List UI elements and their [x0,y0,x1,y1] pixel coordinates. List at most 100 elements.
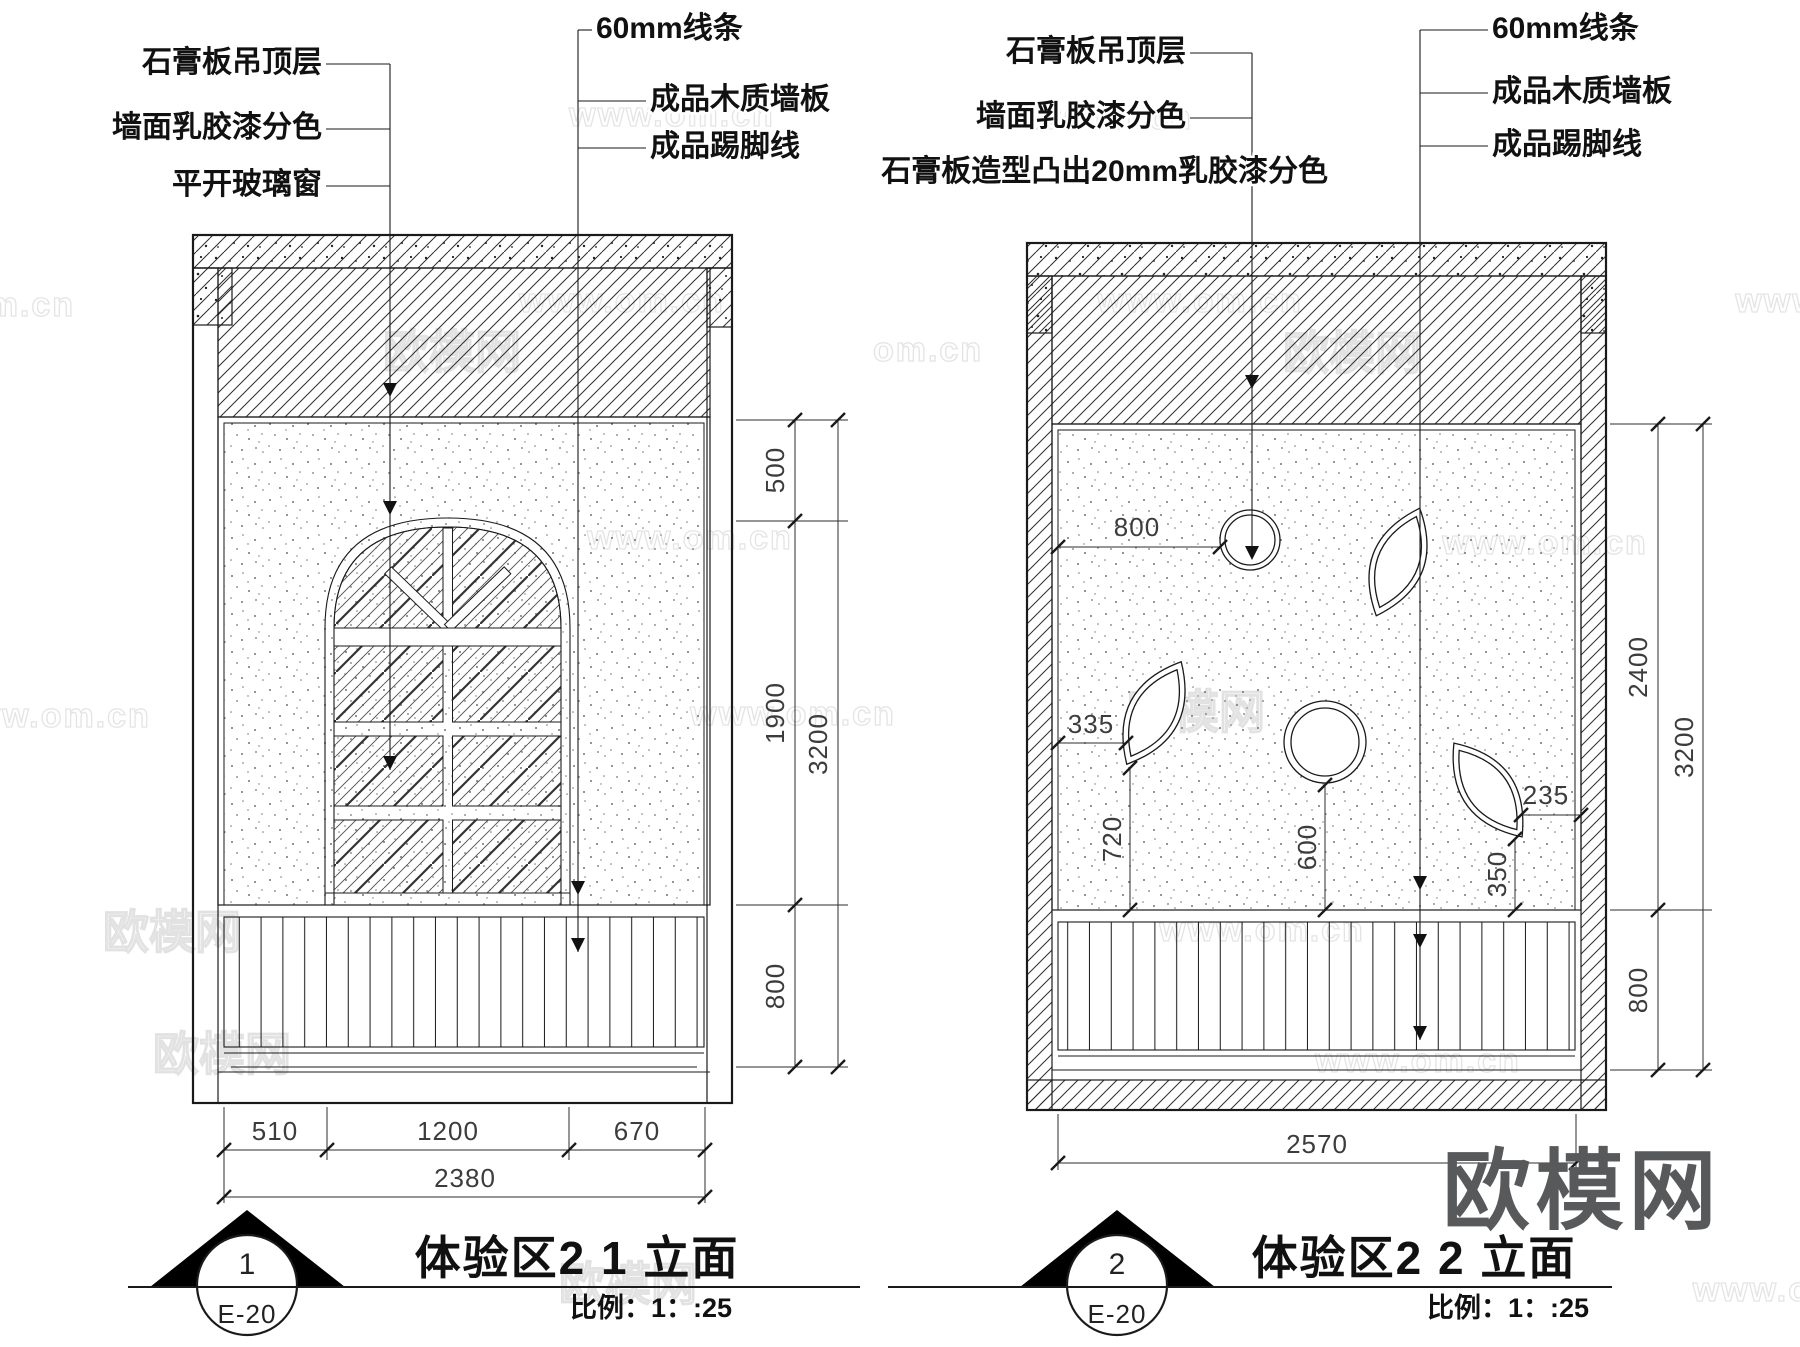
drawing-title: 体验区2 2 立面 [1252,1232,1577,1284]
slab-corner-right [1580,275,1607,334]
floor-hatch-band [1026,1079,1607,1111]
watermark: om.cn [0,286,75,324]
sheet-number: E-20 [1088,1299,1147,1329]
slab-hatch-band [192,234,733,269]
elevation-outline [191,233,734,1105]
circle-cutout [1219,509,1281,571]
dim-2400: 2400 [1623,636,1653,698]
gypsum-cutouts [1103,497,1544,853]
callouts-elevation-2: 石膏板吊顶层 墙面乳胶漆分色 石膏板造型凸出20mm乳胶漆分色 60mm线条 成… [878,9,1675,1040]
window-frame-outer [324,517,571,905]
window-pane [452,645,562,723]
wainscot-panel [218,904,710,1073]
watermark: www.om.cn [0,697,151,735]
dim-800: 800 [760,963,790,1009]
elevation-1 [191,233,734,1105]
panel-slats [1057,921,1576,1051]
slab-corner-left [192,267,233,326]
arched-window [324,517,571,905]
frame-column-right [706,267,733,1104]
watermark: www.om.cn [986,99,1193,137]
window-frame-inner [333,526,562,905]
callout-gypsum-ceiling: 石膏板吊顶层 [141,45,322,79]
dimensions-elevation-1: 500 1900 800 3200 510 1200 670 2380 [215,411,848,1206]
detail-number: 1 [239,1248,256,1281]
ceiling-hatch-band [217,267,711,418]
dim-3200: 3200 [803,713,833,775]
detail-bubble [195,1233,299,1337]
window-pane [452,735,562,807]
callout-wood-panel: 成品木质墙板 [650,83,830,116]
dimensions-elevation-2: 800 335 720 600 235 350 2400 800 3200 25… [1049,415,1712,1172]
detail-bubble [1065,1233,1169,1337]
panel-slats [223,916,705,1048]
watermark: 欧模网 [559,1258,697,1310]
window-transom [333,627,562,647]
leader-lines [1190,29,1488,1040]
window-pane [452,819,562,894]
callout-wood-panel: 成品木质墙板 [1492,75,1672,108]
dim-800-wainscot: 800 [1623,967,1653,1013]
dim-350: 350 [1482,851,1512,897]
callout-casement-window: 平开玻璃窗 [172,167,322,201]
circle-cutout [1283,700,1367,784]
watermark: www.om.cn [689,695,896,733]
window-pane [333,645,444,723]
dim-510: 510 [252,1116,298,1146]
watermark: www.om.cn [568,96,775,134]
ceiling-hatch-band [1051,275,1582,425]
callout-gypsum-feature: 石膏板造型凸出20mm乳胶漆分色 [880,154,1328,188]
dim-1200: 1200 [417,1116,479,1146]
arch-spoke [442,527,453,629]
window-pane [333,735,444,807]
detail-number: 2 [1109,1248,1126,1281]
wall-paint-area [1057,429,1576,911]
dim-720: 720 [1097,816,1127,862]
elevation-2 [1025,241,1608,1112]
slab-corner-right [706,267,733,328]
callout-skirting: 成品踢脚线 [1492,128,1642,161]
drawing-scale: 比例：1：:25 [1427,1293,1589,1323]
wainscot-panel [1052,909,1581,1071]
dim-2380: 2380 [434,1163,496,1193]
wall-section-left [1026,275,1053,1111]
drawing-scale: 比例：1：:25 [570,1293,732,1323]
drawing-title: 体验区2 1 立面 [415,1232,740,1284]
titleblock-2: 2 E-20 体验区2 2 立面 比例：1：:25 [888,1210,1612,1337]
leader-lines [326,29,646,952]
dim-500: 500 [760,447,790,493]
slab-hatch-band [1026,242,1607,277]
watermark: www [1734,282,1800,320]
circle-cutout-inner [1290,707,1360,777]
watermark: om.cn [873,331,983,369]
frame-column-left [192,267,219,1104]
callout-skirting: 成品踢脚线 [650,130,800,163]
sheet-number: E-20 [218,1299,277,1329]
dim-1900: 1900 [760,682,790,744]
wall-section-right [1580,275,1607,1111]
dim-670: 670 [614,1116,660,1146]
site-logo: 欧模网 [1442,1141,1721,1240]
dim-600: 600 [1292,824,1322,870]
dim-335: 335 [1068,709,1114,739]
callout-60mm-moulding: 60mm线条 [596,12,743,45]
dim-800-circle: 800 [1114,512,1160,542]
dim-2570: 2570 [1286,1129,1348,1159]
elevation-outline [1025,241,1608,1112]
titleblock-1: 1 E-20 体验区2 1 立面 比例：1：:25 [128,1210,860,1337]
dim-3200: 3200 [1669,716,1699,778]
callout-latex-paint: 墙面乳胶漆分色 [112,110,322,144]
callout-gypsum-ceiling: 石膏板吊顶层 [1005,34,1186,68]
circle-cutout-inner [1224,514,1276,566]
watermark: 欧模网 [103,906,241,958]
watermark: www.om [1692,1271,1800,1309]
callout-60mm-moulding: 60mm线条 [1492,12,1639,45]
dim-235: 235 [1523,780,1569,810]
dimension-lines [223,419,848,1203]
callouts-elevation-1: 石膏板吊顶层 墙面乳胶漆分色 平开玻璃窗 60mm线条 成品木质墙板 成品踢脚线 [110,9,833,952]
dimension-lines [1057,423,1712,1170]
slab-corner-left [1026,275,1053,334]
callout-latex-paint: 墙面乳胶漆分色 [976,99,1186,133]
